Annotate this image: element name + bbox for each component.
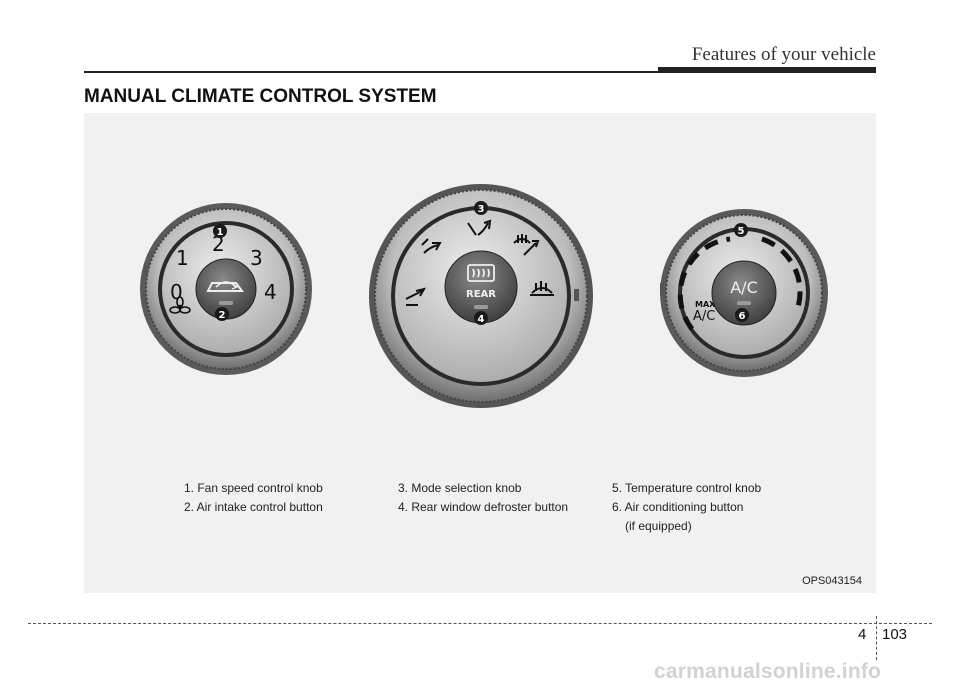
page-title: MANUAL CLIMATE CONTROL SYSTEM [84, 86, 437, 107]
callout-2: 2 [215, 307, 229, 321]
air-conditioning-label: A/C [730, 278, 758, 297]
page-number: 103 [882, 626, 908, 643]
air-intake-car-icon [206, 281, 244, 292]
air-intake-button[interactable] [195, 258, 257, 320]
footer-divider [876, 616, 877, 660]
header-rule-accent [658, 67, 876, 73]
caption-air-conditioning: 6. Air conditioning button [612, 500, 744, 514]
mode-selection-knob[interactable]: REAR [369, 184, 593, 408]
section-label: Features of your vehicle [691, 44, 876, 65]
svg-text:5: 5 [738, 226, 745, 237]
callout-1: 1 [213, 224, 227, 238]
watermark: carmanualsonline.info [654, 660, 882, 683]
fan-speed-2-label: 2 [212, 232, 225, 256]
max-ac-label: A/C [693, 309, 715, 324]
temperature-control-knob[interactable]: MAX A/C A/C [660, 209, 828, 377]
floor-defrost-vent-icon [513, 234, 540, 256]
climate-knobs-illustration: 0 1 2 3 4 [140, 184, 828, 408]
temperature-scale-right [761, 236, 803, 314]
fan-speed-knob[interactable]: 0 1 2 3 4 [140, 203, 312, 375]
fan-speed-1-label: 1 [176, 246, 189, 270]
svg-text:4: 4 [478, 314, 485, 325]
callout-3: 3 [474, 201, 488, 215]
figure-code: OPS043154 [802, 575, 862, 587]
caption-column-1: 1. Fan speed control knob 2. Air intake … [184, 479, 323, 517]
max-label: MAX [695, 300, 716, 309]
header-rule [84, 71, 876, 73]
air-conditioning-button[interactable]: A/C [711, 260, 777, 326]
caption-fan-speed: 1. Fan speed control knob [184, 481, 323, 495]
windshield-defrost-icon [530, 281, 554, 296]
callout-4: 4 [474, 311, 488, 325]
face-vent-icon [405, 287, 427, 306]
caption-column-3: 5. Temperature control knob 6. Air condi… [612, 479, 761, 536]
rear-defroster-label: REAR [466, 289, 496, 300]
caption-mode-selection: 3. Mode selection knob [398, 481, 522, 495]
caption-rear-defroster: 4. Rear window defroster button [398, 500, 569, 514]
floor-vent-icon [467, 219, 492, 236]
svg-text:3: 3 [478, 204, 485, 215]
bi-level-vent-icon [421, 238, 442, 254]
rear-defroster-icon [467, 264, 495, 282]
caption-column-2: 3. Mode selection knob 4. Rear window de… [398, 479, 568, 517]
callout-5: 5 [734, 223, 748, 237]
chapter-number: 4 [858, 626, 867, 643]
caption-temperature: 5. Temperature control knob [612, 481, 762, 495]
svg-text:6: 6 [739, 311, 746, 322]
caption-if-equipped: (if equipped) [625, 519, 692, 533]
temperature-scale-left [677, 236, 731, 331]
svg-text:2: 2 [219, 310, 226, 321]
fan-icon [169, 296, 191, 314]
fan-speed-4-label: 4 [264, 280, 277, 304]
fan-speed-0-label: 0 [170, 280, 183, 304]
footer-rule [28, 623, 932, 624]
fan-speed-3-label: 3 [250, 246, 263, 270]
svg-text:1: 1 [217, 227, 224, 238]
callout-6: 6 [735, 308, 749, 322]
climate-control-figure: 0 1 2 3 4 [84, 113, 876, 593]
caption-air-intake: 2. Air intake control button [184, 500, 323, 514]
